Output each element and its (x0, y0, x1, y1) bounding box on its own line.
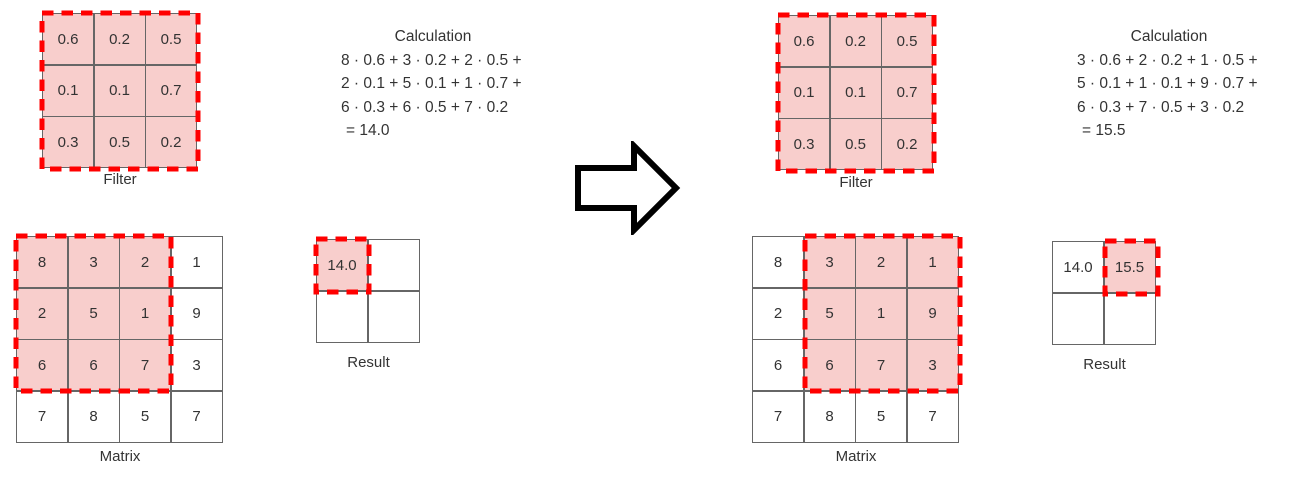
filter-cell: 0.5 (146, 14, 196, 64)
filter-cell: 0.5 (882, 16, 932, 66)
calculation-line: 6 · 0.3 + 7 · 0.5 + 3 · 0.2 (1077, 98, 1245, 116)
matrix-cell: 3 (907, 340, 958, 390)
matrix-cell: 1 (907, 237, 958, 287)
filter-cell: 0.1 (779, 67, 829, 118)
matrix-cell: 5 (856, 391, 906, 442)
matrix-cell: 8 (17, 237, 67, 287)
filter-grid: 0.6 0.2 0.5 0.1 0.1 0.7 0.3 0.5 0.2 (42, 13, 197, 168)
calculation-line: 5 · 0.1 + 1 · 0.1 + 9 · 0.7 + (1077, 75, 1258, 92)
matrix-cell: 6 (17, 340, 67, 390)
matrix-cell: 8 (753, 237, 803, 287)
filter-grid: 0.6 0.2 0.5 0.1 0.1 0.7 0.3 0.5 0.2 (778, 15, 933, 170)
filter-cell: 0.6 (43, 14, 93, 64)
calculation-result: = 14.0 (346, 122, 390, 139)
calculation-line: 6 · 0.3 + 6 · 0.5 + 7 · 0.2 (341, 98, 509, 116)
matrix-cell: 5 (120, 391, 170, 442)
calculation-line: 2 · 0.1 + 5 · 0.1 + 1 · 0.7 + (341, 75, 522, 92)
matrix-cell: 8 (68, 391, 119, 442)
result-grid: 14.0 (316, 239, 420, 343)
matrix-cell: 2 (17, 288, 67, 339)
filter-cell: 0.1 (830, 67, 881, 118)
calculation-block: Calculation 3 · 0.6 + 2 · 0.2 + 1 · 0.5 … (1077, 25, 1283, 143)
filter-label: Filter (839, 174, 873, 191)
calculation-block: Calculation 8 · 0.6 + 3 · 0.2 + 2 · 0.5 … (341, 25, 547, 143)
matrix-cell: 6 (753, 340, 803, 390)
matrix-cell: 3 (68, 237, 119, 287)
matrix-cell: 2 (120, 237, 170, 287)
matrix-grid: 8 3 2 1 2 5 1 9 6 6 7 3 7 8 5 7 (16, 236, 223, 443)
result-cell (368, 291, 419, 342)
filter-cell: 0.3 (779, 119, 829, 169)
filter-cell: 0.1 (94, 65, 145, 116)
filter-cell: 0.5 (94, 117, 145, 167)
matrix-cell: 2 (753, 288, 803, 339)
matrix-cell: 3 (804, 237, 855, 287)
matrix-label: Matrix (99, 448, 141, 465)
calculation-title: Calculation (1130, 28, 1208, 45)
filter-cell: 0.2 (94, 14, 145, 64)
filter-label: Filter (103, 171, 137, 188)
result-label: Result (1083, 356, 1126, 373)
filter-cell: 0.6 (779, 16, 829, 66)
matrix-cell: 6 (804, 340, 855, 390)
matrix-cell: 7 (907, 391, 958, 442)
filter-cell: 0.3 (43, 117, 93, 167)
matrix-cell: 7 (17, 391, 67, 442)
matrix-cell: 7 (753, 391, 803, 442)
matrix-cell: 1 (856, 288, 906, 339)
result-cell (1053, 293, 1103, 344)
calculation-result: = 15.5 (1082, 122, 1126, 139)
matrix-label: Matrix (835, 448, 877, 465)
result-cell (368, 240, 419, 290)
matrix-cell: 2 (856, 237, 906, 287)
matrix-cell: 6 (68, 340, 119, 390)
calculation-title: Calculation (394, 28, 472, 45)
matrix-cell: 9 (171, 288, 222, 339)
calculation-line: 8 · 0.6 + 3 · 0.2 + 2 · 0.5 + (341, 51, 522, 69)
filter-cell: 0.7 (882, 67, 932, 118)
matrix-cell: 3 (171, 340, 222, 390)
result-cell: 14.0 (1053, 242, 1103, 292)
matrix-cell: 1 (171, 237, 222, 287)
matrix-cell: 7 (856, 340, 906, 390)
matrix-cell: 9 (907, 288, 958, 339)
result-label: Result (347, 354, 390, 371)
panel-step-1: 0.6 0.2 0.5 0.1 0.1 0.7 0.3 0.5 0.2 Filt… (0, 0, 556, 479)
result-cell (1104, 293, 1155, 344)
result-cell: 15.5 (1104, 242, 1155, 292)
filter-cell: 0.7 (146, 65, 196, 116)
filter-cell: 0.1 (43, 65, 93, 116)
result-grid: 14.0 15.5 (1052, 241, 1156, 345)
matrix-cell: 5 (68, 288, 119, 339)
matrix-grid: 8 3 2 1 2 5 1 9 6 6 7 3 7 8 5 7 (752, 236, 959, 443)
filter-cell: 0.5 (830, 119, 881, 169)
next-step-arrow-icon (575, 141, 681, 235)
result-cell (317, 291, 367, 342)
matrix-cell: 7 (120, 340, 170, 390)
matrix-cell: 8 (804, 391, 855, 442)
matrix-cell: 5 (804, 288, 855, 339)
filter-cell: 0.2 (882, 119, 932, 169)
result-cell: 14.0 (317, 240, 367, 290)
panel-step-2: 0.6 0.2 0.5 0.1 0.1 0.7 0.3 0.5 0.2 Filt… (736, 0, 1291, 479)
calculation-line: 3 · 0.6 + 2 · 0.2 + 1 · 0.5 + (1077, 51, 1258, 69)
filter-cell: 0.2 (830, 16, 881, 66)
matrix-cell: 7 (171, 391, 222, 442)
filter-cell: 0.2 (146, 117, 196, 167)
matrix-cell: 1 (120, 288, 170, 339)
